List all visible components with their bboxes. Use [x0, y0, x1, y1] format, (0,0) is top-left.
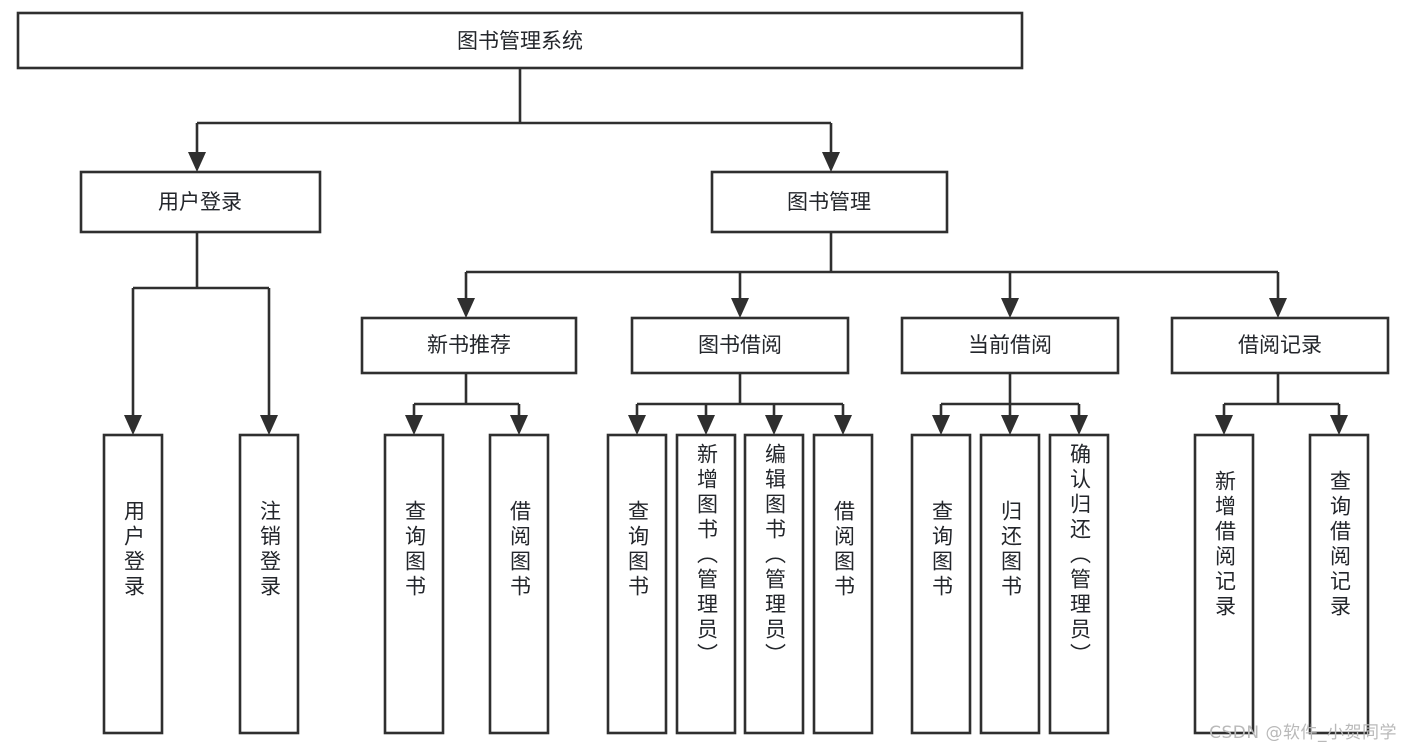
node-user-login-label: 用户登录	[158, 190, 242, 214]
node-user-login-box[interactable]	[79, 170, 322, 234]
node-current-borrow-label: 当前借阅	[968, 333, 1052, 357]
connector-newbook-to-leaves	[405, 373, 528, 435]
leaf-box-new-book-0[interactable]	[383, 433, 445, 735]
node-current-borrow-box[interactable]	[900, 316, 1120, 375]
leaf-box-borrow-record-0[interactable]	[1193, 433, 1255, 735]
leaf-box-new-book-1[interactable]	[488, 433, 550, 735]
leaf-box-user-login-1[interactable]	[238, 433, 300, 735]
connector-userlogin-to-leaves	[124, 232, 278, 435]
leaf-box-book-borrow-2[interactable]	[743, 433, 805, 735]
connector-root-to-level2	[188, 68, 840, 172]
leaf-box-book-borrow-0[interactable]	[606, 433, 668, 735]
node-new-book-recommend-box[interactable]	[360, 316, 578, 375]
connector-bookborrow-to-leaves	[628, 373, 852, 435]
node-borrow-record-box[interactable]	[1170, 316, 1390, 375]
node-book-management-label: 图书管理	[787, 190, 871, 214]
node-root-label: 图书管理系统	[457, 29, 583, 53]
leaf-box-current-borrow-1[interactable]	[979, 433, 1041, 735]
connector-bookmgmt-to-level3	[457, 232, 1287, 318]
node-book-borrow-box[interactable]	[630, 316, 850, 375]
leaf-box-borrow-record-1[interactable]	[1308, 433, 1370, 735]
node-root-box[interactable]	[16, 11, 1024, 70]
leaf-box-current-borrow-0[interactable]	[910, 433, 972, 735]
connector-currentborrow-to-leaves	[932, 373, 1088, 435]
leaf-box-book-borrow-3[interactable]	[812, 433, 874, 735]
csdn-watermark: CSDN @软件_小贺同学	[1209, 723, 1397, 743]
node-new-book-recommend-label: 新书推荐	[427, 333, 511, 357]
node-book-management-box[interactable]	[710, 170, 949, 234]
node-borrow-record-label: 借阅记录	[1238, 333, 1322, 357]
leaf-box-user-login-0[interactable]	[102, 433, 164, 735]
leaf-box-book-borrow-1[interactable]	[675, 433, 737, 735]
connector-borrowrecord-to-leaves	[1215, 373, 1348, 435]
leaf-box-current-borrow-2[interactable]	[1048, 433, 1110, 735]
node-book-borrow-label: 图书借阅	[698, 333, 782, 357]
